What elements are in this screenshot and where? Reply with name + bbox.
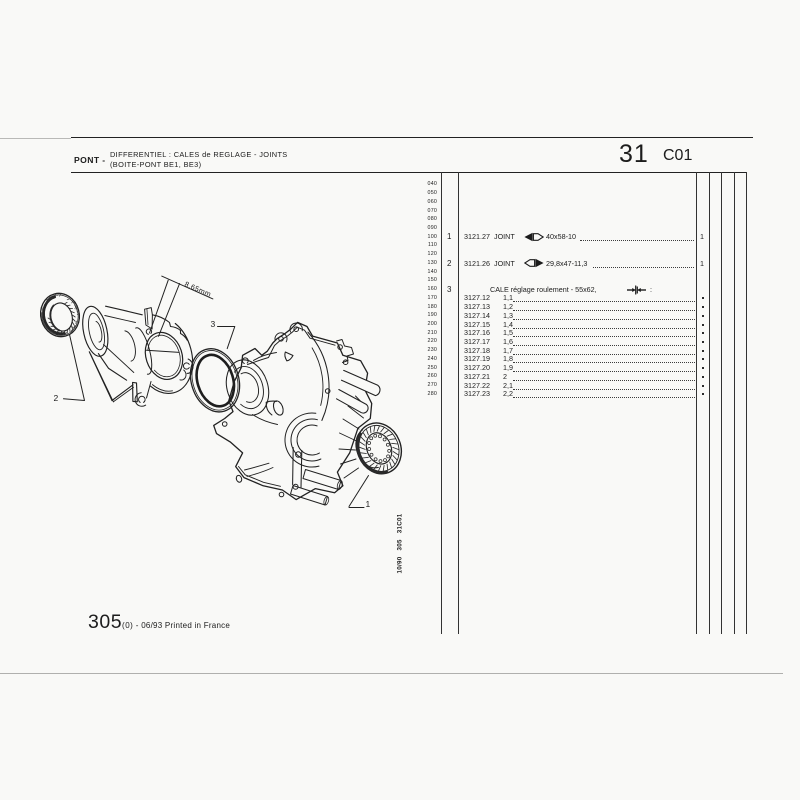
svg-text:8,65mm: 8,65mm xyxy=(183,279,212,298)
